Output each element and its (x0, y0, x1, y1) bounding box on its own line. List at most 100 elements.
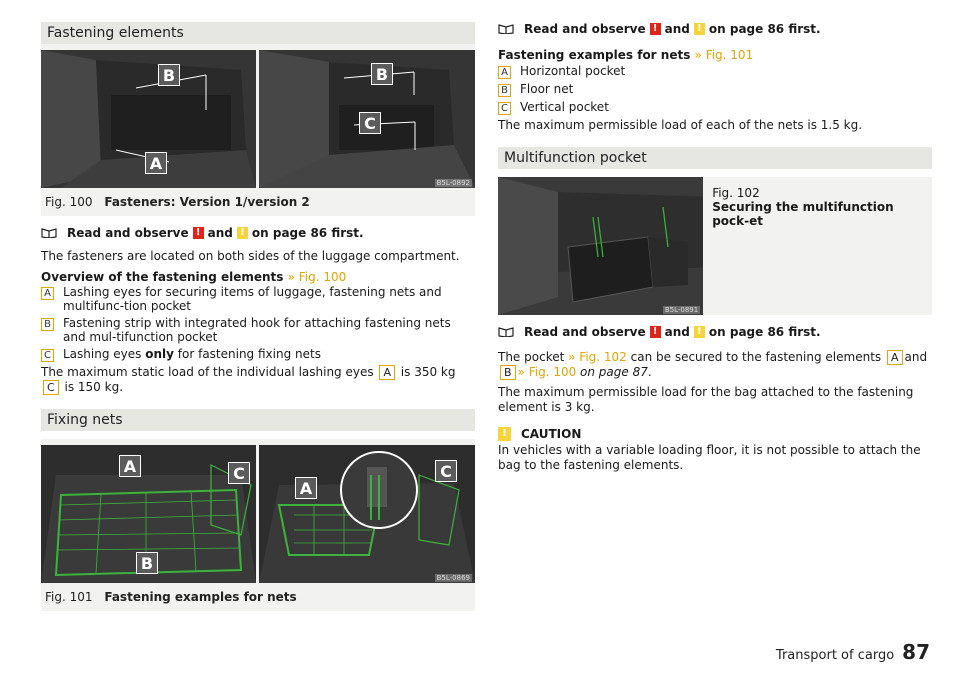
bag-load-text: The maximum permissible load for the bag… (498, 385, 914, 414)
open-book-icon (498, 24, 514, 34)
caution-yellow-icon: ! (498, 427, 511, 441)
key-label: C (41, 349, 54, 362)
list-item-text: Horizontal pocket (520, 64, 626, 78)
section-title-multifunction-pocket: Multifunction pocket (498, 147, 932, 169)
read-observe-text: Read and observe (524, 22, 646, 36)
pocket-text: The pocket » Fig. 102 can be secured to … (498, 350, 932, 380)
figure-link[interactable]: » Fig. 100 (287, 270, 347, 284)
text-bold: only (145, 347, 174, 361)
text-part: The maximum static load of the individua… (41, 365, 374, 379)
load-text: The maximum static load of the individua… (41, 365, 475, 395)
list-item-text: Floor net (520, 82, 574, 96)
figure-caption: Fig. 100 Fasteners: Version 1/version 2 (41, 188, 475, 216)
figure-caption: Fig. 102 Securing the multifunction pock… (703, 177, 932, 315)
figure-code: B5L-0892 (434, 179, 472, 187)
figure-link[interactable]: » Fig. 102 (568, 350, 627, 364)
list-item: B Floor net (498, 82, 932, 97)
callout-c: C (435, 460, 457, 482)
open-book-icon (41, 228, 57, 238)
figure-number: Fig. 102 (712, 186, 760, 200)
page-number: 87 (902, 640, 930, 664)
net-drawing (259, 445, 475, 583)
examples-label: Fastening examples for nets (498, 48, 691, 62)
figure-link[interactable]: » Fig. 100 (517, 365, 577, 379)
callout-a: A (295, 477, 317, 499)
figure-link[interactable]: » Fig. 101 (694, 48, 754, 62)
overview-heading: Overview of the fastening elements » Fig… (41, 270, 475, 284)
text-part: Lashing eyes (63, 347, 142, 361)
read-observe-note: Read and observe ! and ! on page 86 firs… (498, 325, 932, 339)
read-observe-and: and (207, 226, 233, 240)
figure-code: B5L-0891 (662, 306, 701, 314)
fastening-elements-list: A Lashing eyes for securing items of lug… (41, 285, 475, 362)
text-part: kg. (104, 380, 124, 394)
figure-code: B5L-0869 (434, 574, 472, 582)
callout-c: C (228, 462, 250, 484)
luggage-compartment-drawing (41, 50, 256, 188)
read-observe-note: Read and observe ! and ! on page 86 firs… (41, 226, 475, 240)
list-item: A Horizontal pocket (498, 64, 932, 79)
key-label: B (41, 318, 54, 331)
callout-c: C (359, 112, 381, 134)
read-observe-note: Read and observe ! and ! on page 86 firs… (498, 22, 932, 36)
text-part: can be secured to the fastening elements (630, 350, 882, 364)
text-part: . (647, 365, 652, 379)
callout-a: A (119, 455, 141, 477)
warning-red-icon: ! (192, 227, 204, 239)
caution-yellow-icon: ! (693, 23, 705, 35)
text-part: is 350 kg (400, 365, 456, 379)
list-item: C Vertical pocket (498, 100, 932, 115)
key-label: C (43, 380, 59, 395)
list-item-text: Lashing eyes for securing items of lugga… (63, 285, 442, 313)
key-label: A (41, 287, 54, 300)
figure-caption: Fig. 101 Fastening examples for nets (41, 583, 475, 611)
list-item-text: Vertical pocket (520, 100, 609, 114)
fig101-photo-left: A C B (41, 445, 256, 583)
figure-title: Fasteners: Version 1/version 2 (104, 195, 310, 209)
list-item: C Lashing eyes only for fastening fixing… (41, 347, 475, 362)
section-title-fixing-nets: Fixing nets (41, 409, 475, 431)
figure-title: Fastening examples for nets (104, 590, 297, 604)
figure-title: Securing the multifunction pock-et (712, 200, 894, 228)
figure-100: B A B C B5L-0892 (41, 44, 475, 216)
caution-yellow-icon: ! (236, 227, 248, 239)
read-observe-text: Read and observe (524, 325, 646, 339)
callout-a: A (145, 152, 167, 174)
fig100-photo-version1: B A (41, 50, 256, 188)
callout-b: B (371, 63, 393, 85)
text-part: The pocket (498, 350, 565, 364)
list-item-text: Fastening strip with integrated hook for… (63, 316, 451, 344)
read-observe-and: and (664, 325, 690, 339)
list-item: B Fastening strip with integrated hook f… (41, 316, 475, 344)
left-column: Fastening elements B A (41, 22, 475, 611)
key-label: C (498, 102, 511, 115)
key-label: B (500, 365, 516, 380)
page-reference: on page 87 (580, 365, 648, 379)
warning-red-icon: ! (649, 23, 661, 35)
list-item: A Lashing eyes for securing items of lug… (41, 285, 475, 313)
key-label: A (498, 66, 511, 79)
caution-text: In vehicles with a variable loading floo… (498, 443, 921, 472)
read-observe-page: on page 86 first. (251, 226, 364, 240)
callout-b: B (136, 552, 158, 574)
callout-b: B (158, 64, 180, 86)
fig101-photo-right: A C B5L-0869 (259, 445, 475, 583)
footer-section: Transport of cargo (775, 648, 895, 663)
figure-number: Fig. 100 (45, 195, 93, 209)
pocket-drawing (498, 177, 704, 315)
list-item-text: Lashing eyes only for fastening fixing n… (63, 347, 321, 362)
caution-yellow-icon: ! (693, 326, 705, 338)
max-load-text: The maximum permissible load of each of … (498, 118, 863, 132)
overview-label: Overview of the fastening elements (41, 270, 284, 284)
key-label: A (379, 365, 395, 380)
fig100-photo-version2: B C B5L-0892 (259, 50, 475, 188)
figure-102: B5L-0891 Fig. 102 Securing the multifunc… (498, 177, 932, 315)
figure-101: A C B A C B5L-0869 (41, 439, 475, 611)
net-examples-list: A Horizontal pocket B Floor net C Vertic… (498, 64, 932, 115)
text-part: for fastening fixing nets (177, 347, 321, 361)
caution-heading: ! CAUTION (498, 427, 932, 441)
open-book-icon (498, 327, 514, 337)
right-column: Read and observe ! and ! on page 86 firs… (498, 22, 932, 473)
text-part: is 150 (64, 380, 101, 394)
caution-title: CAUTION (521, 427, 582, 441)
